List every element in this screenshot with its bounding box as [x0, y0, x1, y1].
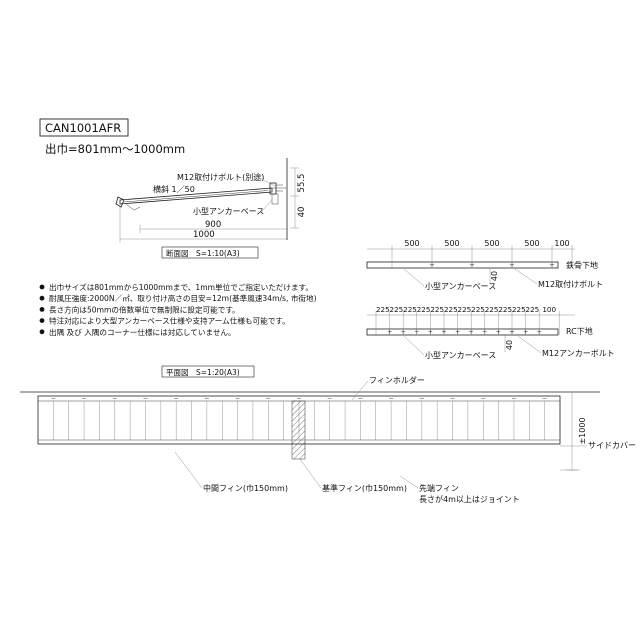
rc-base-label: RC下地 [566, 326, 593, 336]
section-bolt-label: M12取付けボルト(別途) [177, 172, 264, 182]
mid-fin-leader [174, 451, 203, 489]
plan-title-box [161, 365, 255, 378]
base-fin-leader [299, 458, 322, 489]
section-slope-label: 横斜 1／50 [153, 184, 195, 194]
steel-anchor-leader [403, 268, 425, 287]
rc-spacing-label: 225 [390, 305, 404, 314]
section-title: 断面図 S=1:10(A3) [166, 248, 240, 258]
dim-1000-label: 1000 [193, 230, 215, 240]
steel-base-detail: 500+500+500+500+100 40 鉄骨下地 小型アンカーベース M1… [366, 239, 603, 291]
fin-holder-label: フィンホルダー [369, 375, 425, 385]
note-bullet [39, 329, 45, 335]
note-bullet [39, 318, 45, 323]
note-item: 出隅 及び 入隅のコーナー仕様には対応していません。 [49, 327, 236, 337]
note-item: 耐風圧強度:2000N／㎡、取り付け高さの目安=12m(基準風速34m/s, 市… [49, 293, 317, 303]
rc-spacing-label: 225 [498, 305, 512, 314]
rc-spacing-label: 225 [403, 305, 417, 314]
steel-spacing-label: 500 [484, 239, 499, 248]
rc-dim-40: 40 [505, 340, 514, 350]
steel-bolt-leader [514, 268, 538, 285]
width-range-label: 出巾=801mm～1000mm [45, 142, 185, 156]
section-fin-inner [123, 190, 269, 203]
section-anchor-leader [261, 199, 273, 212]
steel-anchor-label: 小型アンカーベース [425, 282, 496, 291]
section-bolt-leader [257, 176, 276, 187]
section-anchor-base [271, 193, 279, 205]
steel-spacing-label: 500 [524, 239, 539, 248]
model-label: CAN1001AFR [45, 121, 121, 135]
steel-spacing-label: 500 [444, 239, 459, 248]
fin-holder-leader [351, 380, 369, 401]
rc-spacing-label: 225 [512, 305, 526, 314]
tip-fin-label: 先端フィン [419, 483, 459, 493]
steel-bolt-label: M12取付けボルト [538, 279, 603, 289]
section-view: 55.5 40 M12取付けボルト(別途) 横斜 1／50 小型アンカーベース … [115, 158, 307, 259]
rc-spacing-label: 225 [430, 305, 444, 314]
section-anchor-label: 小型アンカーベース [193, 207, 264, 216]
rc-anchor-label: 小型アンカーベース [425, 351, 496, 360]
steel-base-label: 鉄骨下地 [566, 260, 598, 270]
side-cover-label: サイドカバー [588, 441, 636, 450]
section-title-box [161, 246, 259, 259]
section-bolt-line [270, 184, 286, 192]
dim-height-55: 55.5 [297, 174, 307, 193]
plan-title: 平面図 S=1:20(A3) [166, 368, 240, 377]
steel-spacing-label: 100 [554, 239, 569, 248]
notes-list: 出巾サイズは801mmから1000mmまで、1mm単位でご指定いただけます。耐風… [39, 282, 317, 337]
steel-dim-40: 40 [490, 271, 499, 281]
model-label-box [39, 118, 129, 137]
section-fin-tip [115, 196, 125, 208]
section-fin-profile [119, 187, 273, 205]
note-item: 出巾サイズは801mmから1000mmまで、1mm単位でご指定いただけます。 [49, 282, 313, 292]
note-bullet [39, 307, 45, 312]
plan-width-dim-label: ±1000 [578, 417, 587, 444]
plan-view: 平面図 S=1:20(A3) ±1000 サイドカバー フィンホルダー 中間フィ… [20, 365, 636, 504]
steel-rail [366, 261, 559, 269]
rc-base-detail: 225+225+225+225+225+225+225+225+225+225+… [366, 305, 615, 360]
rc-spacing-label: 225 [376, 305, 390, 314]
base-fin-hatch [291, 400, 306, 460]
rc-spacing-label: 225 [485, 305, 499, 314]
model-header: CAN1001AFR 出巾=801mm～1000mm [39, 118, 185, 156]
note-item: 長さ方向は50mmの倍数単位で無制限に設定可能です。 [49, 304, 240, 314]
dim-900-label: 900 [205, 220, 221, 230]
rc-spacing-label: 225 [417, 305, 431, 314]
rc-spacing-label: 225 [471, 305, 485, 314]
base-fin-label: 基準フィン(巾150mm) [322, 483, 407, 493]
rc-spacing-label: 225 [444, 305, 458, 314]
rc-bolt-leader [517, 335, 542, 354]
dim-height-40: 40 [297, 207, 307, 218]
note-bullet [39, 295, 45, 301]
rc-spacing-label: 225 [526, 305, 540, 314]
rc-rail [366, 328, 559, 336]
note-item: 特注対応により大型アンカーベース仕様や支持アーム仕様も可能です。 [49, 316, 290, 326]
rc-spacing-label: 100 [542, 305, 556, 314]
joint-label: 長さが4m以上はジョイント [419, 494, 520, 504]
mid-fin-label: 中間フィン(巾150mm) [203, 483, 288, 493]
note-bullet [39, 284, 45, 290]
rc-anchor-leader [403, 335, 425, 356]
steel-spacing-label: 500 [404, 239, 419, 248]
tip-fin-leader [399, 475, 419, 489]
rc-bolt-label: M12アンカーボルト [542, 349, 615, 358]
rc-spacing-label: 225 [458, 305, 472, 314]
section-tip-detail [125, 203, 141, 211]
